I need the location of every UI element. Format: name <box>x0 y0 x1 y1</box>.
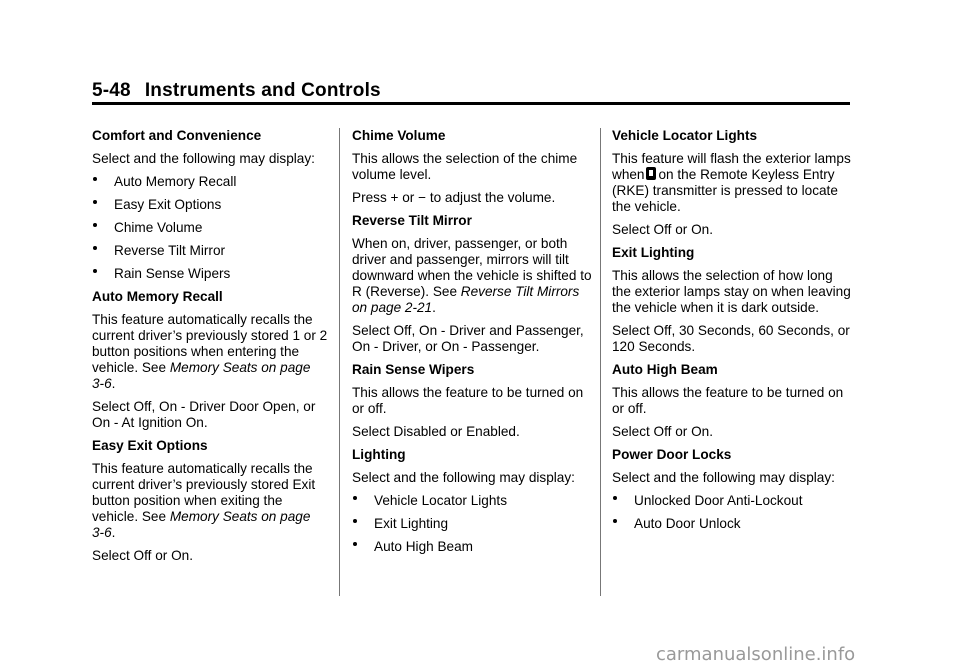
auto-memory-recall-text: This feature automatically recalls the c… <box>92 312 332 392</box>
vehicle-locator-select: Select Off or On. <box>612 222 713 237</box>
header-rule <box>92 102 850 105</box>
section-title: Instruments and Controls <box>144 80 381 101</box>
list-item: Auto Memory Recall <box>92 174 332 190</box>
exit-lighting-heading: Exit Lighting <box>612 245 695 260</box>
easy-exit-select: Select Off or On. <box>92 548 193 563</box>
punctuation: . <box>111 525 116 540</box>
column-3: Vehicle Locator Lights This feature will… <box>612 128 852 539</box>
list-item: Auto High Beam <box>352 539 592 555</box>
column-2: Chime Volume This allows the selection o… <box>352 128 592 562</box>
watermark: carmanualsonline.info <box>656 644 856 665</box>
list-item: Auto Door Unlock <box>612 516 852 532</box>
auto-memory-recall-select: Select Off, On - Driver Door Open, or On… <box>92 399 316 430</box>
chime-volume-text: This allows the selection of the chime v… <box>352 151 578 182</box>
body-text: This feature will flash the exterior lam… <box>612 151 851 182</box>
comfort-heading: Comfort and Convenience <box>92 128 262 143</box>
lighting-heading: Lighting <box>352 447 406 462</box>
chime-volume-adjust: Press + or − to adjust the volume. <box>352 190 556 205</box>
list-item: Chime Volume <box>92 220 332 236</box>
vehicle-locator-text: This feature will flash the exterior lam… <box>612 151 852 215</box>
list-item: Easy Exit Options <box>92 197 332 213</box>
list-item: Reverse Tilt Mirror <box>92 243 332 259</box>
list-item: Rain Sense Wipers <box>92 266 332 282</box>
body-text: This feature automatically recalls the c… <box>92 312 328 375</box>
reverse-tilt-select: Select Off, On - Driver and Passenger, O… <box>352 323 584 354</box>
comfort-intro: Select and the following may display: <box>92 151 315 166</box>
auto-memory-recall-heading: Auto Memory Recall <box>92 289 223 304</box>
easy-exit-heading: Easy Exit Options <box>92 438 208 453</box>
exit-lighting-select: Select Off, 30 Seconds, 60 Seconds, or 1… <box>612 323 850 354</box>
auto-high-beam-heading: Auto High Beam <box>612 362 718 377</box>
keyfob-lock-icon <box>645 167 656 180</box>
page-header: 5-48 Instruments and Controls <box>92 80 381 102</box>
column-divider <box>600 128 601 596</box>
chime-volume-heading: Chime Volume <box>352 128 446 143</box>
page-number: 5-48 <box>92 80 131 101</box>
body-text: on the Remote Keyless Entry (RKE) transm… <box>612 167 838 214</box>
rain-sense-heading: Rain Sense Wipers <box>352 362 475 377</box>
lighting-intro: Select and the following may display: <box>352 470 575 485</box>
auto-high-beam-select: Select Off or On. <box>612 424 713 439</box>
power-door-locks-intro: Select and the following may display: <box>612 470 835 485</box>
reverse-tilt-text: When on, driver, passenger, or both driv… <box>352 236 592 316</box>
rain-sense-text: This allows the feature to be turned on … <box>352 385 584 416</box>
column-1: Comfort and Convenience Select and the f… <box>92 128 332 571</box>
punctuation: . <box>111 376 116 391</box>
reverse-tilt-heading: Reverse Tilt Mirror <box>352 213 472 228</box>
rain-sense-select: Select Disabled or Enabled. <box>352 424 520 439</box>
vehicle-locator-heading: Vehicle Locator Lights <box>612 128 758 143</box>
reverse-tilt-link[interactable]: Reverse Tilt Mirrors on page 2‑21 <box>352 284 580 315</box>
power-door-locks-heading: Power Door Locks <box>612 447 732 462</box>
body-text: This feature automatically recalls the c… <box>92 461 316 524</box>
easy-exit-text: This feature automatically recalls the c… <box>92 461 332 541</box>
exit-lighting-text: This allows the selection of how long th… <box>612 268 851 315</box>
memory-seats-link[interactable]: Memory Seats on page 3‑6 <box>92 509 311 540</box>
body-text: When on, driver, passenger, or both driv… <box>352 236 592 299</box>
punctuation: . <box>432 300 436 315</box>
list-item: Exit Lighting <box>352 516 592 532</box>
memory-seats-link[interactable]: Memory Seats on page 3‑6 <box>92 360 311 391</box>
list-item: Unlocked Door Anti-Lockout <box>612 493 852 509</box>
column-divider <box>339 128 340 596</box>
list-item: Vehicle Locator Lights <box>352 493 592 509</box>
auto-high-beam-text: This allows the feature to be turned on … <box>612 385 844 416</box>
